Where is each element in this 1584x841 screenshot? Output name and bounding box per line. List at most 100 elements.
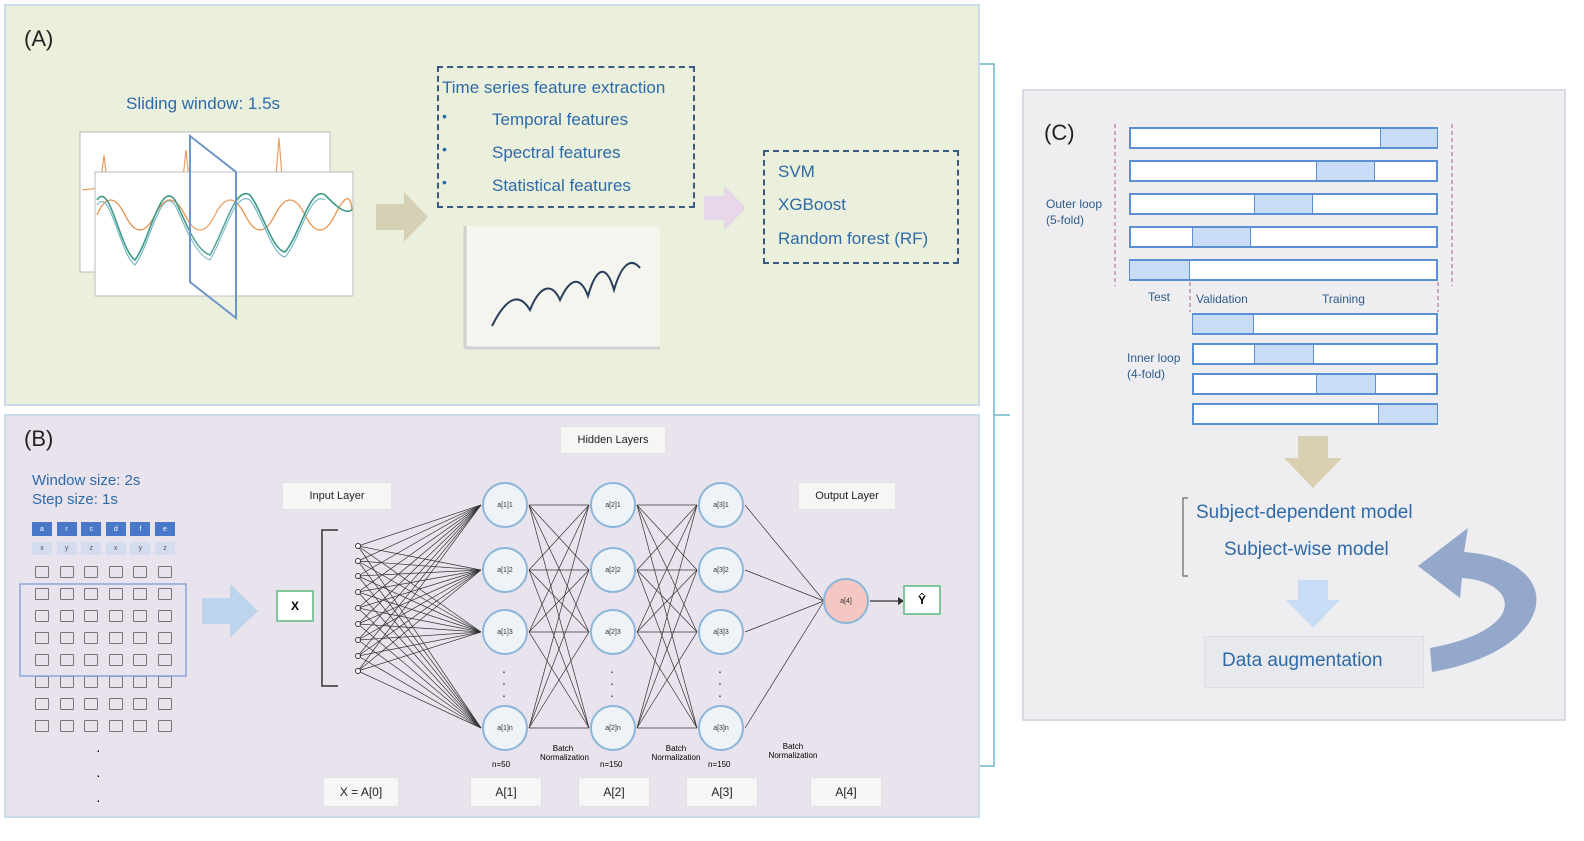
grid-subheader-cell: y (130, 542, 151, 555)
network-edge (357, 560, 482, 571)
network-edge (528, 569, 590, 633)
x-input-node: X (276, 590, 314, 622)
grid-cell (133, 632, 148, 644)
network-edge (636, 504, 698, 571)
feature-waveform (491, 262, 641, 327)
grid-cell (108, 698, 123, 710)
network-edge (744, 600, 825, 729)
batch-norm-1: Batch Normalization (540, 744, 589, 762)
network-edge (357, 504, 482, 562)
subject-dependent-model: Subject-dependent model (1196, 502, 1413, 523)
bullet: • (442, 108, 447, 124)
data-augmentation-label: Data augmentation (1222, 650, 1383, 671)
bullet: • (442, 174, 447, 190)
front-signal-plot (94, 171, 354, 297)
model-svm: SVM (778, 162, 815, 181)
arrow-to-input (202, 584, 258, 638)
grid-cell (59, 720, 74, 732)
inner-loop-label: Inner loop (4-fold) (1127, 351, 1181, 381)
network-edge (357, 631, 482, 672)
window-size-label: Window size: 2s (32, 472, 141, 489)
network-edge (357, 670, 482, 729)
network-edge (357, 569, 482, 609)
grid-subheader-cell: z (155, 542, 175, 555)
panel-a-tag: (A) (24, 26, 54, 51)
network-edge (636, 504, 698, 729)
augmentation-feedback-arrow (1418, 528, 1537, 672)
test-label: Test (1148, 290, 1171, 304)
hidden-neuron: a[3]2 (698, 547, 744, 593)
network-edge (357, 504, 482, 593)
hidden-neuron: a[1]2 (482, 547, 528, 593)
grid-cell (108, 632, 123, 644)
orange-signal-line (96, 198, 353, 231)
network-edge (357, 504, 482, 657)
hidden-neuron: a[1]n (482, 705, 528, 751)
outer-fold-row-highlight (1192, 228, 1251, 246)
input-node (355, 637, 361, 643)
grid-cell (35, 720, 49, 732)
subject-wise-model: Subject-wise model (1224, 539, 1389, 560)
step-size-label: Step size: 1s (32, 491, 118, 508)
grid-cell (108, 566, 123, 578)
grid-cell (133, 566, 148, 578)
input-node (355, 543, 361, 549)
grid-cell (84, 698, 99, 710)
network-edge (636, 631, 698, 729)
grid-cell (84, 654, 99, 666)
grid-cell (158, 588, 172, 600)
input-node (355, 573, 361, 579)
formula-a1: A[1] (470, 777, 542, 807)
outer-fold-row-highlight (1254, 195, 1313, 213)
grid-cell (108, 610, 123, 622)
network-edge (357, 560, 482, 729)
feature-extraction-box (437, 66, 695, 208)
network-edge (528, 569, 590, 729)
grid-cell (59, 654, 74, 666)
hidden-neuron: a[3]1 (698, 482, 744, 528)
outer-fold-row (1129, 193, 1438, 215)
network-edge (636, 504, 698, 633)
grid-header-cell: r (56, 522, 77, 536)
grid-cell (158, 566, 172, 578)
grid-cell (158, 632, 172, 644)
layer2-size: n=150 (600, 760, 623, 769)
inner-fold-row-highlight (1316, 375, 1376, 393)
output-layer-label: Output Layer (798, 482, 896, 510)
training-label: Training (1322, 292, 1365, 306)
hidden-neuron: a[2]1 (590, 482, 636, 528)
grid-cell (59, 566, 74, 578)
network-edge (528, 631, 590, 729)
grid-cell (59, 632, 74, 644)
inner-fold-row (1192, 403, 1438, 425)
network-edge (744, 600, 825, 633)
input-node (355, 605, 361, 611)
outer-fold-row (1129, 226, 1438, 248)
vertical-ellipsis: . . . (502, 660, 506, 700)
network-edge (357, 545, 482, 571)
temporal-features: Temporal features (492, 110, 629, 129)
network-edge (357, 504, 482, 641)
grid-subheader-cell: z (81, 542, 102, 555)
network-edge (636, 569, 698, 729)
formula-a3: A[3] (686, 777, 758, 807)
arrow-to-models (1284, 436, 1342, 488)
network-edge (357, 591, 482, 633)
teal-signal-line (96, 197, 326, 266)
network-edge (357, 631, 482, 657)
grid-cell (133, 698, 148, 710)
models-box (763, 150, 959, 264)
inner-fold-row-highlight (1378, 405, 1438, 423)
network-edge (357, 639, 482, 729)
grid-cell (158, 698, 172, 710)
network-edge (357, 569, 482, 672)
network-edge (528, 504, 590, 729)
input-bracket (321, 529, 338, 687)
grid-cell (59, 610, 74, 622)
vertical-ellipsis: . . . (718, 660, 722, 700)
feature-extraction-title: Time series feature extraction (442, 78, 666, 97)
spectral-features: Spectral features (492, 143, 621, 162)
arrow-to-augmentation (1286, 580, 1340, 628)
